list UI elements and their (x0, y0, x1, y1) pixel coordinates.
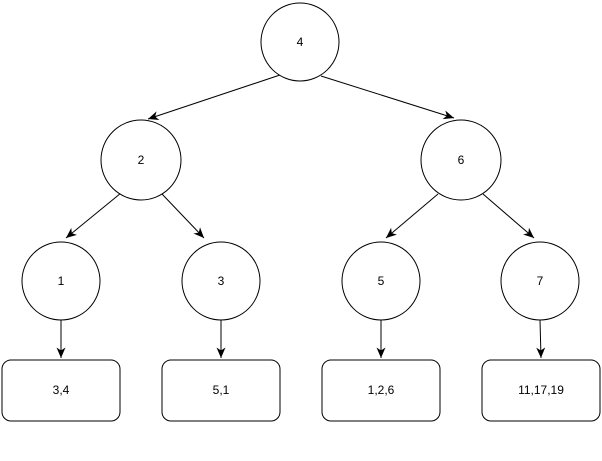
node-circle (181, 241, 261, 321)
node-circle (500, 241, 580, 321)
node-circle (100, 119, 182, 201)
node-label: 3 (218, 274, 225, 288)
bucket-rect (1, 359, 121, 422)
node-label: 4 (297, 35, 304, 49)
node-circle (21, 241, 101, 321)
node-label: 2 (138, 153, 145, 167)
edge-6-to-5 (385, 193, 439, 239)
tree-node-right: 6 (420, 119, 502, 201)
bucket-label: 3,4 (53, 383, 70, 397)
node-circle (341, 241, 421, 321)
leaf-bucket-2: 5,1 (161, 359, 281, 422)
bucket-rect (161, 359, 281, 422)
edge-4-to-2 (147, 74, 281, 120)
edge-7-to-bucket-4 (536, 319, 546, 359)
tree-node-right-right: 7 (500, 241, 580, 321)
node-label: 7 (537, 274, 544, 288)
edge-4-to-6 (320, 75, 455, 120)
bucket-rect (481, 359, 601, 422)
edge-6-to-7 (482, 193, 535, 239)
edge-2-to-3 (161, 193, 205, 239)
tree-node-left: 2 (100, 119, 182, 201)
tree-node-root: 4 (260, 2, 340, 82)
tree-node-left-right: 3 (181, 241, 261, 321)
edge-group (56, 74, 546, 359)
bucket-label: 5,1 (213, 383, 230, 397)
node-label: 1 (58, 274, 65, 288)
leaf-bucket-4: 11,17,19 (481, 359, 601, 422)
leaf-bucket-3: 1,2,6 (321, 359, 441, 422)
node-circle (260, 2, 340, 82)
tree-node-right-left: 5 (341, 241, 421, 321)
edge-2-to-1 (65, 192, 122, 239)
node-label: 5 (378, 274, 385, 288)
bucket-label: 11,17,19 (518, 383, 564, 397)
node-label: 6 (458, 153, 465, 167)
bucket-rect (321, 359, 441, 422)
tree-node-left-left: 1 (21, 241, 101, 321)
leaf-bucket-1: 3,4 (1, 359, 121, 422)
node-circle (420, 119, 502, 201)
bucket-label: 1,2,6 (368, 383, 395, 397)
